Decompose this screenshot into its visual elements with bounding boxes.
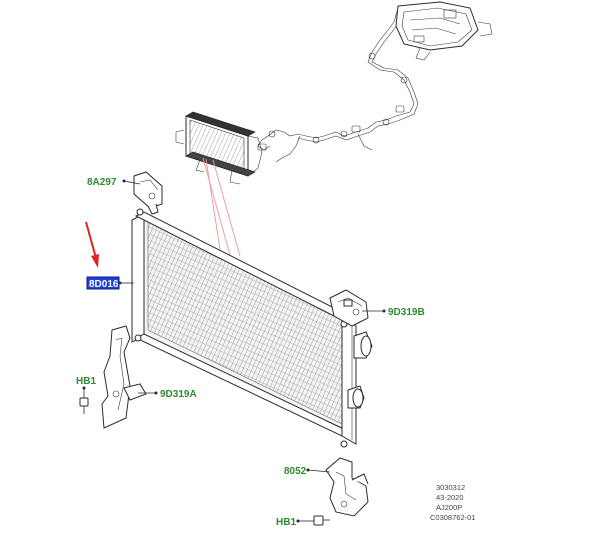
reference-line-2: 43-2020 <box>436 493 464 502</box>
callout-9d319b[interactable]: 9D319B <box>388 307 425 318</box>
callout-8d016[interactable]: 8D016 <box>89 279 119 290</box>
upper-bracket <box>133 171 163 215</box>
right-bracket <box>329 289 369 327</box>
reference-line-1: 3030312 <box>436 483 465 492</box>
left-lower-bracket <box>101 325 147 429</box>
wiring-harness <box>257 1 493 163</box>
reference-block: 3030312 43-2020 AJ200P C0308762-01 <box>430 483 475 522</box>
callout-hb1-left[interactable]: HB1 <box>76 376 96 387</box>
red-arrow-icon <box>85 221 99 268</box>
callout-8a297[interactable]: 8A297 <box>87 177 117 188</box>
bolt-bottom <box>313 515 330 526</box>
reference-line-3: AJ200P <box>436 503 462 512</box>
guide-lines <box>202 157 241 263</box>
bottom-bracket <box>325 457 369 517</box>
callout-9d319a[interactable]: 9D319A <box>160 389 197 400</box>
leader-lines <box>82 179 386 523</box>
reference-line-4: C0308762-01 <box>430 513 475 522</box>
bolt-left <box>79 397 89 414</box>
auxiliary-cooler <box>175 111 263 185</box>
callout-8d016-highlight[interactable]: 8D016 <box>86 276 120 290</box>
callout-8052[interactable]: 8052 <box>284 466 307 477</box>
callout-hb1-bottom[interactable]: HB1 <box>276 517 296 528</box>
radiator <box>131 208 373 448</box>
